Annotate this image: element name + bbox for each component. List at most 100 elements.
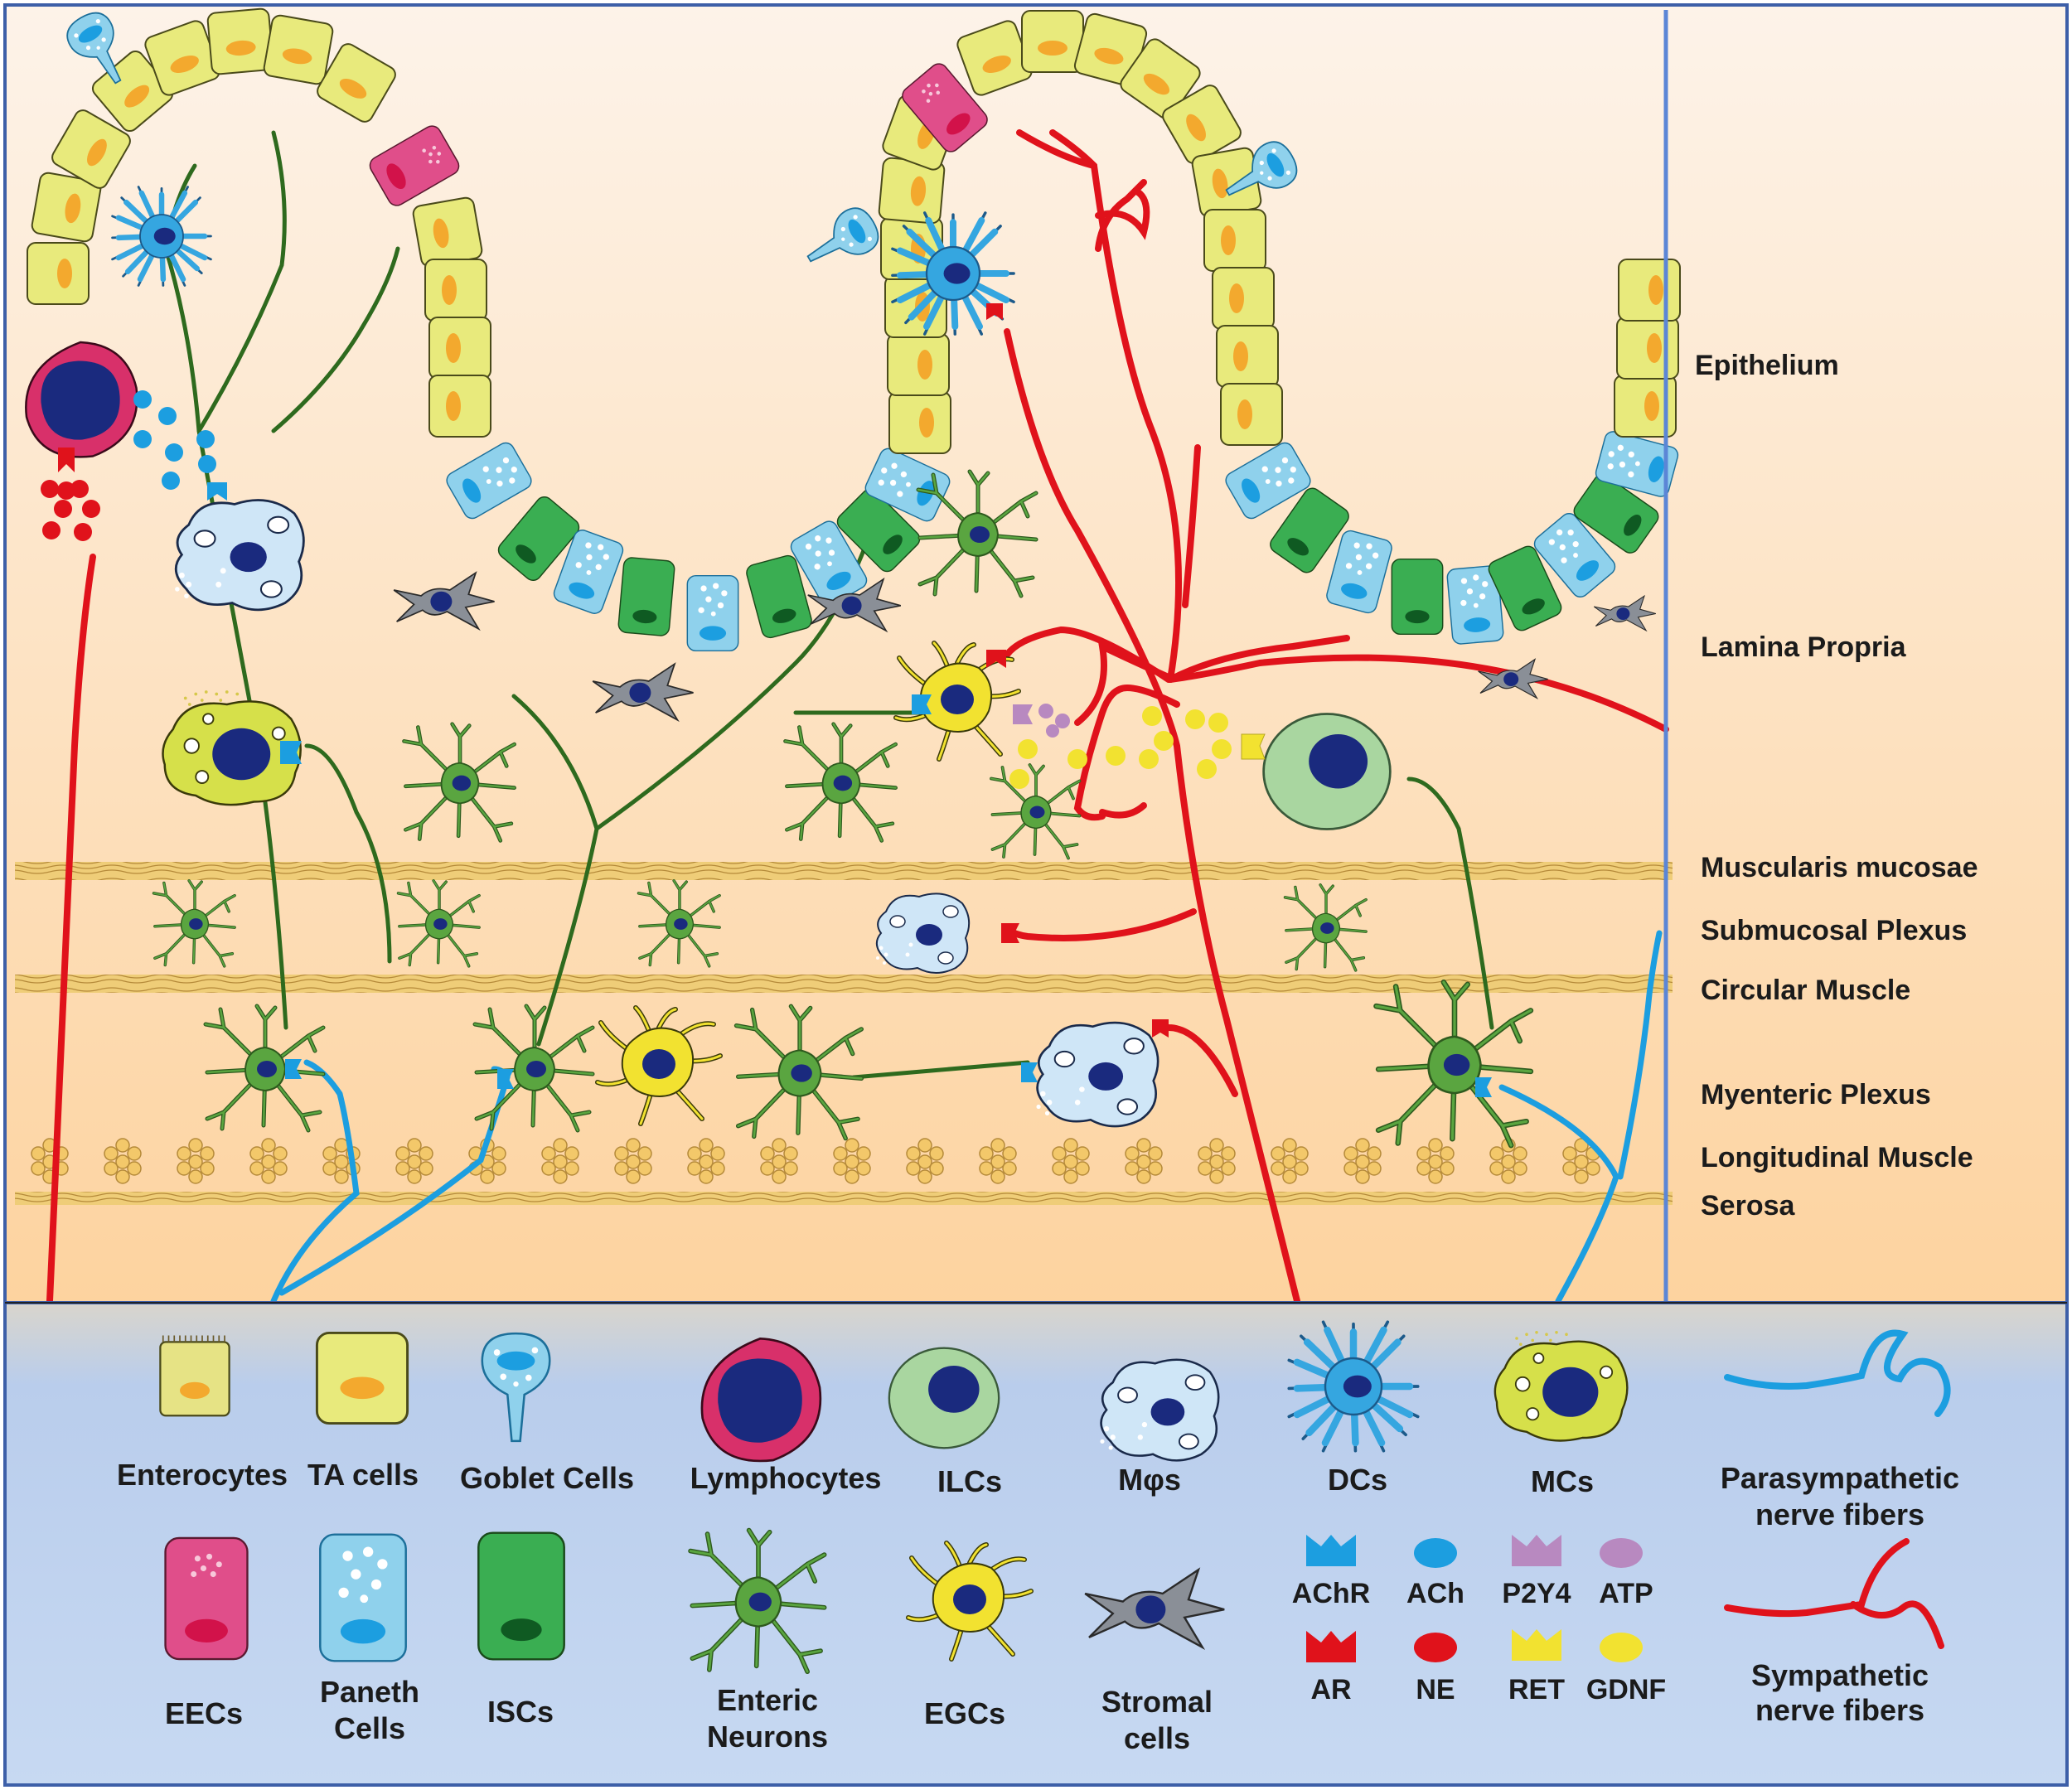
muscle-fiber-bundle	[614, 1138, 652, 1184]
legend-label-mcs: MCs	[1531, 1464, 1594, 1498]
legend-label-stromal-1: Stromal	[1101, 1685, 1213, 1719]
legend-label-stromal-2: cells	[1124, 1721, 1190, 1755]
legend-label-paneth-2: Cells	[334, 1711, 405, 1745]
achr-receptor	[1021, 1062, 1038, 1082]
ar-receptor	[1152, 1019, 1169, 1038]
ar-receptor	[986, 650, 1006, 668]
gdnf-legend-icon	[1600, 1633, 1643, 1662]
legend-label-enteric-2: Neurons	[707, 1720, 828, 1754]
ta-epithelial-cell	[1211, 266, 1276, 331]
ne-molecule	[54, 500, 72, 518]
macrophage-cell	[1035, 1021, 1159, 1128]
ta-epithelial-cell	[1203, 208, 1267, 273]
legend-label-enterocytes: Enterocytes	[117, 1458, 288, 1492]
muscle-fiber-bundle	[104, 1138, 142, 1184]
ta-epithelial-cell	[424, 258, 488, 322]
ach-molecule	[158, 407, 177, 425]
label-lamina-propria: Lamina Propria	[1701, 631, 1907, 663]
eec-legend-icon	[164, 1536, 249, 1661]
ach-molecule	[196, 430, 215, 448]
muscle-fiber-bundle	[833, 1138, 871, 1184]
parasympathetic-nerve-fibers	[270, 930, 1663, 1304]
legend-label-ret: RET	[1508, 1674, 1565, 1705]
achr-receptor	[207, 482, 227, 501]
sympathetic-nerve-fibers	[46, 129, 1669, 1304]
ar-receptor	[986, 303, 1003, 320]
ach-molecule	[133, 390, 152, 409]
legend-label-ta-cells: TA cells	[307, 1458, 419, 1492]
muscle-fiber-bundle	[541, 1138, 579, 1184]
legend-label-ne: NE	[1416, 1674, 1455, 1705]
ta-epithelial-cell	[1215, 324, 1280, 389]
label-serosa: Serosa	[1701, 1190, 1795, 1222]
achr-legend-icon	[1306, 1535, 1356, 1566]
legend-label-ilcs: ILCs	[937, 1464, 1002, 1498]
legend-label-gdnf: GDNF	[1586, 1674, 1666, 1705]
gdnf-molecule	[1208, 713, 1228, 733]
dendritic-cell	[893, 213, 1014, 334]
isc-legend-icon	[477, 1531, 566, 1661]
gdnf-molecule	[1018, 739, 1038, 759]
achr-receptor	[497, 1069, 514, 1089]
gdnf-molecule	[1197, 759, 1217, 779]
muscle-fiber-bundle	[979, 1138, 1017, 1184]
ach-molecule	[162, 472, 180, 490]
atp-legend-icon	[1600, 1538, 1643, 1568]
legend-label-parasympathetic-1: Parasympathetic	[1721, 1461, 1959, 1495]
legend-label-dcs: DCs	[1328, 1463, 1387, 1497]
macrophage-cell	[874, 892, 971, 975]
legend-label-ach: ACh	[1406, 1578, 1464, 1609]
p2y4-legend-icon	[1512, 1535, 1561, 1566]
gdnf-molecules	[1009, 706, 1232, 789]
gdnf-molecule	[1106, 746, 1126, 766]
ne-molecule	[41, 480, 59, 498]
muscle-fiber-bundle	[1343, 1138, 1382, 1184]
innate-lymphoid-cell	[1262, 713, 1392, 830]
legend-label-sympathetic-2: nerve fibers	[1755, 1693, 1924, 1727]
ta-epithelial-cell	[1020, 9, 1085, 74]
tissue-background	[3, 3, 2069, 1304]
ar-receptor	[58, 448, 75, 472]
muscle-fiber-bundle	[1052, 1138, 1090, 1184]
dc-legend-icon	[1289, 1322, 1417, 1450]
legend-label-egcs: EGCs	[924, 1696, 1005, 1730]
ne-molecule	[82, 500, 100, 518]
muscle-fiber-bundle	[760, 1138, 798, 1184]
gdnf-molecule	[1154, 731, 1174, 751]
label-epithelium: Epithelium	[1695, 350, 1839, 381]
ta-epithelial-cell	[26, 241, 90, 306]
muscle-fiber-bundle	[1271, 1138, 1309, 1184]
legend-label-paneth-1: Paneth	[320, 1675, 419, 1709]
paneth-cell-legend-icon	[319, 1533, 407, 1662]
ta-epithelial-cell	[888, 390, 952, 455]
ach-molecule	[165, 443, 183, 462]
legend-label-atp: ATP	[1599, 1578, 1653, 1609]
gdnf-molecule	[1185, 709, 1205, 729]
legend-label-p2y4: P2Y4	[1502, 1578, 1571, 1609]
achr-receptor	[285, 1059, 302, 1079]
ta-cell-legend-icon	[315, 1331, 409, 1425]
ne-molecules	[41, 480, 100, 541]
muscle-fiber-bundle	[1416, 1138, 1455, 1184]
atp-molecules	[1038, 704, 1070, 738]
ne-legend-icon	[1414, 1633, 1457, 1662]
gdnf-molecule	[1212, 739, 1232, 759]
gdnf-molecule	[1142, 706, 1162, 726]
ilc-legend-icon	[888, 1347, 1000, 1449]
muscle-fiber-bundle	[906, 1138, 944, 1184]
label-muscularis-mucosae: Muscularis mucosae	[1701, 852, 1978, 883]
ta-epithelial-cell	[428, 374, 492, 438]
legend-label-eecs: EECs	[165, 1696, 243, 1730]
ach-molecules	[133, 390, 216, 490]
legend-label-goblet-cells: Goblet Cells	[460, 1461, 634, 1495]
paneth-epithelial-cell	[686, 574, 739, 652]
ret-legend-icon	[1512, 1629, 1561, 1661]
label-circular-muscle: Circular Muscle	[1701, 975, 1910, 1006]
macrophage-cell	[173, 499, 305, 612]
muscle-fiber-bundle	[249, 1138, 288, 1184]
legend: Enterocytes TA cells Goblet Cells Lympho…	[117, 1322, 1959, 1755]
ar-legend-icon	[1306, 1631, 1356, 1662]
ach-molecule	[133, 430, 152, 448]
ar-receptor	[1001, 923, 1019, 943]
